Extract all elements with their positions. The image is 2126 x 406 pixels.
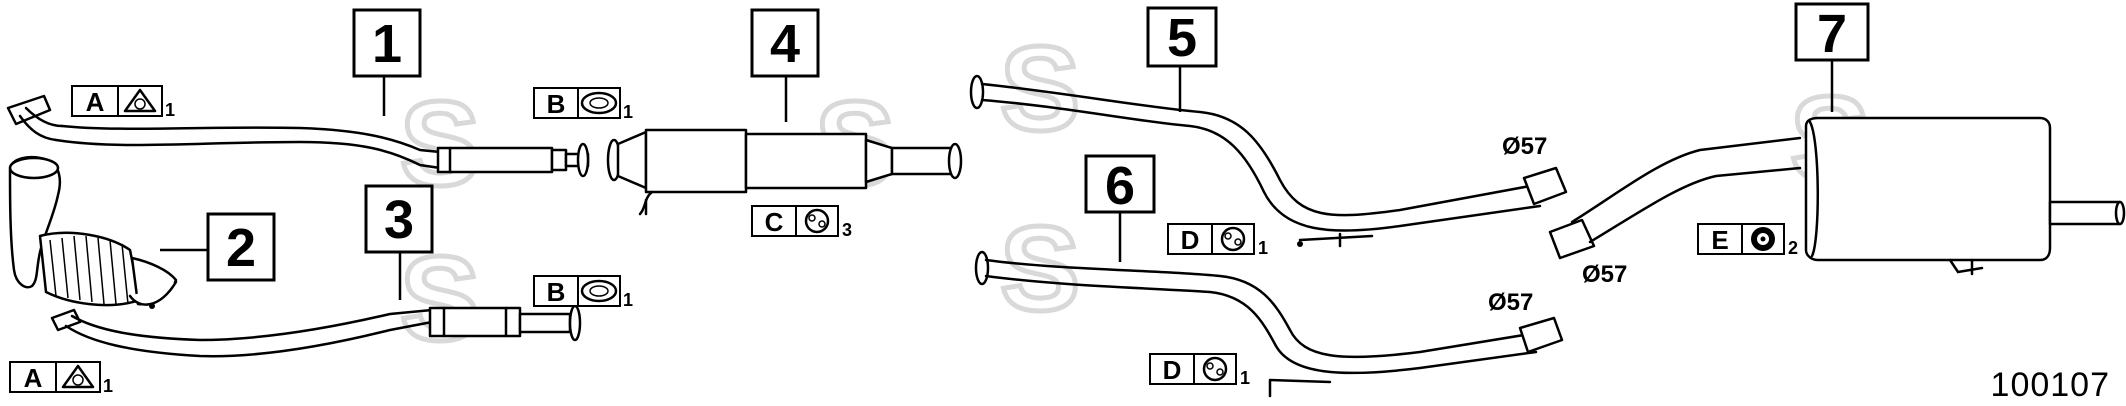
part-2-catalytic-converter (8, 156, 178, 309)
fitting-letter: E (1711, 225, 1728, 255)
fitting-tag-d-bottom: D 1 (1149, 353, 1250, 388)
triangle-flange-gasket-icon (123, 88, 157, 113)
fitting-letter: C (765, 207, 784, 237)
rubber-hanger-icon (1220, 226, 1246, 252)
fitting-quantity: 1 (1240, 368, 1250, 388)
fitting-letter: A (86, 87, 105, 117)
part-1-front-pipe (6, 94, 590, 178)
rubber-hanger-icon (1202, 356, 1228, 382)
fitting-quantity: 3 (842, 220, 852, 240)
oval-flange-gasket-icon (580, 91, 618, 115)
fitting-tag-b-top: B 1 (533, 87, 633, 122)
fitting-tag-a-bottom: A 1 (9, 361, 113, 396)
fitting-letter: B (547, 277, 566, 307)
fitting-tag-b-bottom: B 1 (533, 275, 633, 310)
fitting-letter: D (1181, 225, 1200, 255)
callout-5-label: 5 (1167, 8, 1197, 68)
fitting-tag-e: E 2 (1697, 223, 1798, 258)
fitting-quantity: 1 (165, 100, 175, 120)
callout-1-box (352, 8, 422, 78)
diagram-reference-number: 100107 (1991, 366, 2110, 404)
callout-6-label: 6 (1105, 156, 1135, 216)
part-4-center-muffler (606, 128, 963, 216)
triangle-flange-gasket-icon (61, 364, 95, 389)
diameter-label-part-5: Ø57 (1502, 133, 1547, 160)
rubber-hanger-icon (804, 208, 830, 234)
callout-5-box (1146, 6, 1218, 68)
callout-2-box (206, 212, 276, 282)
callout-6-box (1084, 154, 1156, 214)
callout-3-box (364, 184, 434, 254)
callout-7-label: 7 (1817, 4, 1847, 64)
fitting-letter: D (1163, 355, 1182, 385)
part-5-intermediate-pipe (969, 74, 1568, 248)
callout-1-label: 1 (372, 14, 402, 74)
diameter-label-part-6: Ø57 (1488, 289, 1533, 316)
fitting-quantity: 1 (103, 376, 113, 396)
fitting-quantity: 1 (623, 290, 633, 310)
callout-7-box (1794, 2, 1870, 62)
callout-3-label: 3 (384, 190, 414, 250)
fitting-tag-a-top: A 1 (71, 85, 175, 120)
callout-4-box (750, 8, 820, 78)
oval-flange-gasket-icon (580, 279, 618, 303)
part-6-intermediate-pipe (974, 250, 1564, 398)
fitting-quantity: 1 (623, 102, 633, 122)
part-3-front-pipe (50, 304, 582, 358)
fitting-quantity: 1 (1258, 238, 1268, 258)
round-rubber-mount-icon (1751, 227, 1775, 251)
fitting-letter: A (24, 363, 43, 393)
callout-2-label: 2 (226, 218, 256, 278)
fitting-tag-c: C 3 (751, 205, 852, 240)
fitting-quantity: 2 (1788, 238, 1798, 258)
watermark: S (1000, 22, 1080, 156)
part-7-rear-muffler (1548, 116, 2126, 276)
callout-4-label: 4 (770, 14, 800, 74)
watermark: S (1000, 202, 1080, 336)
diameter-label-part-7: Ø57 (1582, 261, 1627, 288)
fitting-tag-d-top: D 1 (1167, 223, 1268, 258)
fitting-letter: B (547, 89, 566, 119)
